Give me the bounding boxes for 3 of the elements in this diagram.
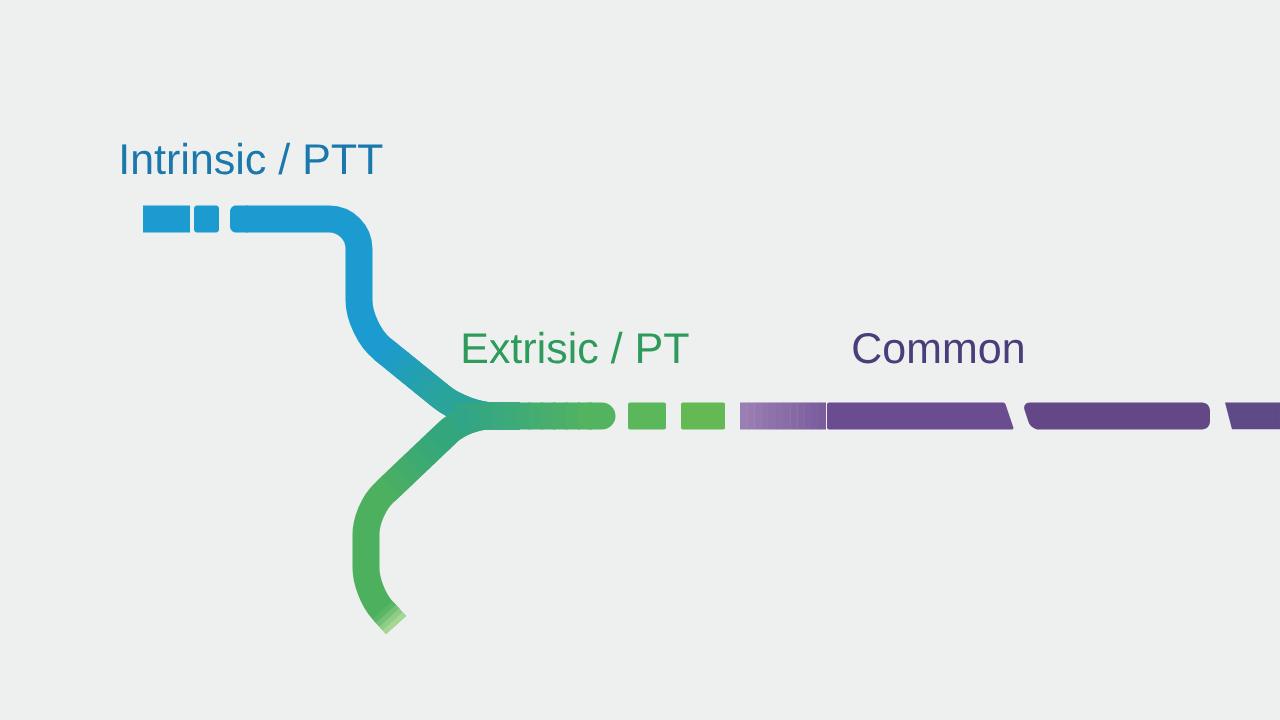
- route-label: Intrinsic / PTT: [122, 142, 383, 175]
- route-label: Extrisic / PT: [463, 331, 689, 364]
- route-label: Common: [853, 332, 1023, 364]
